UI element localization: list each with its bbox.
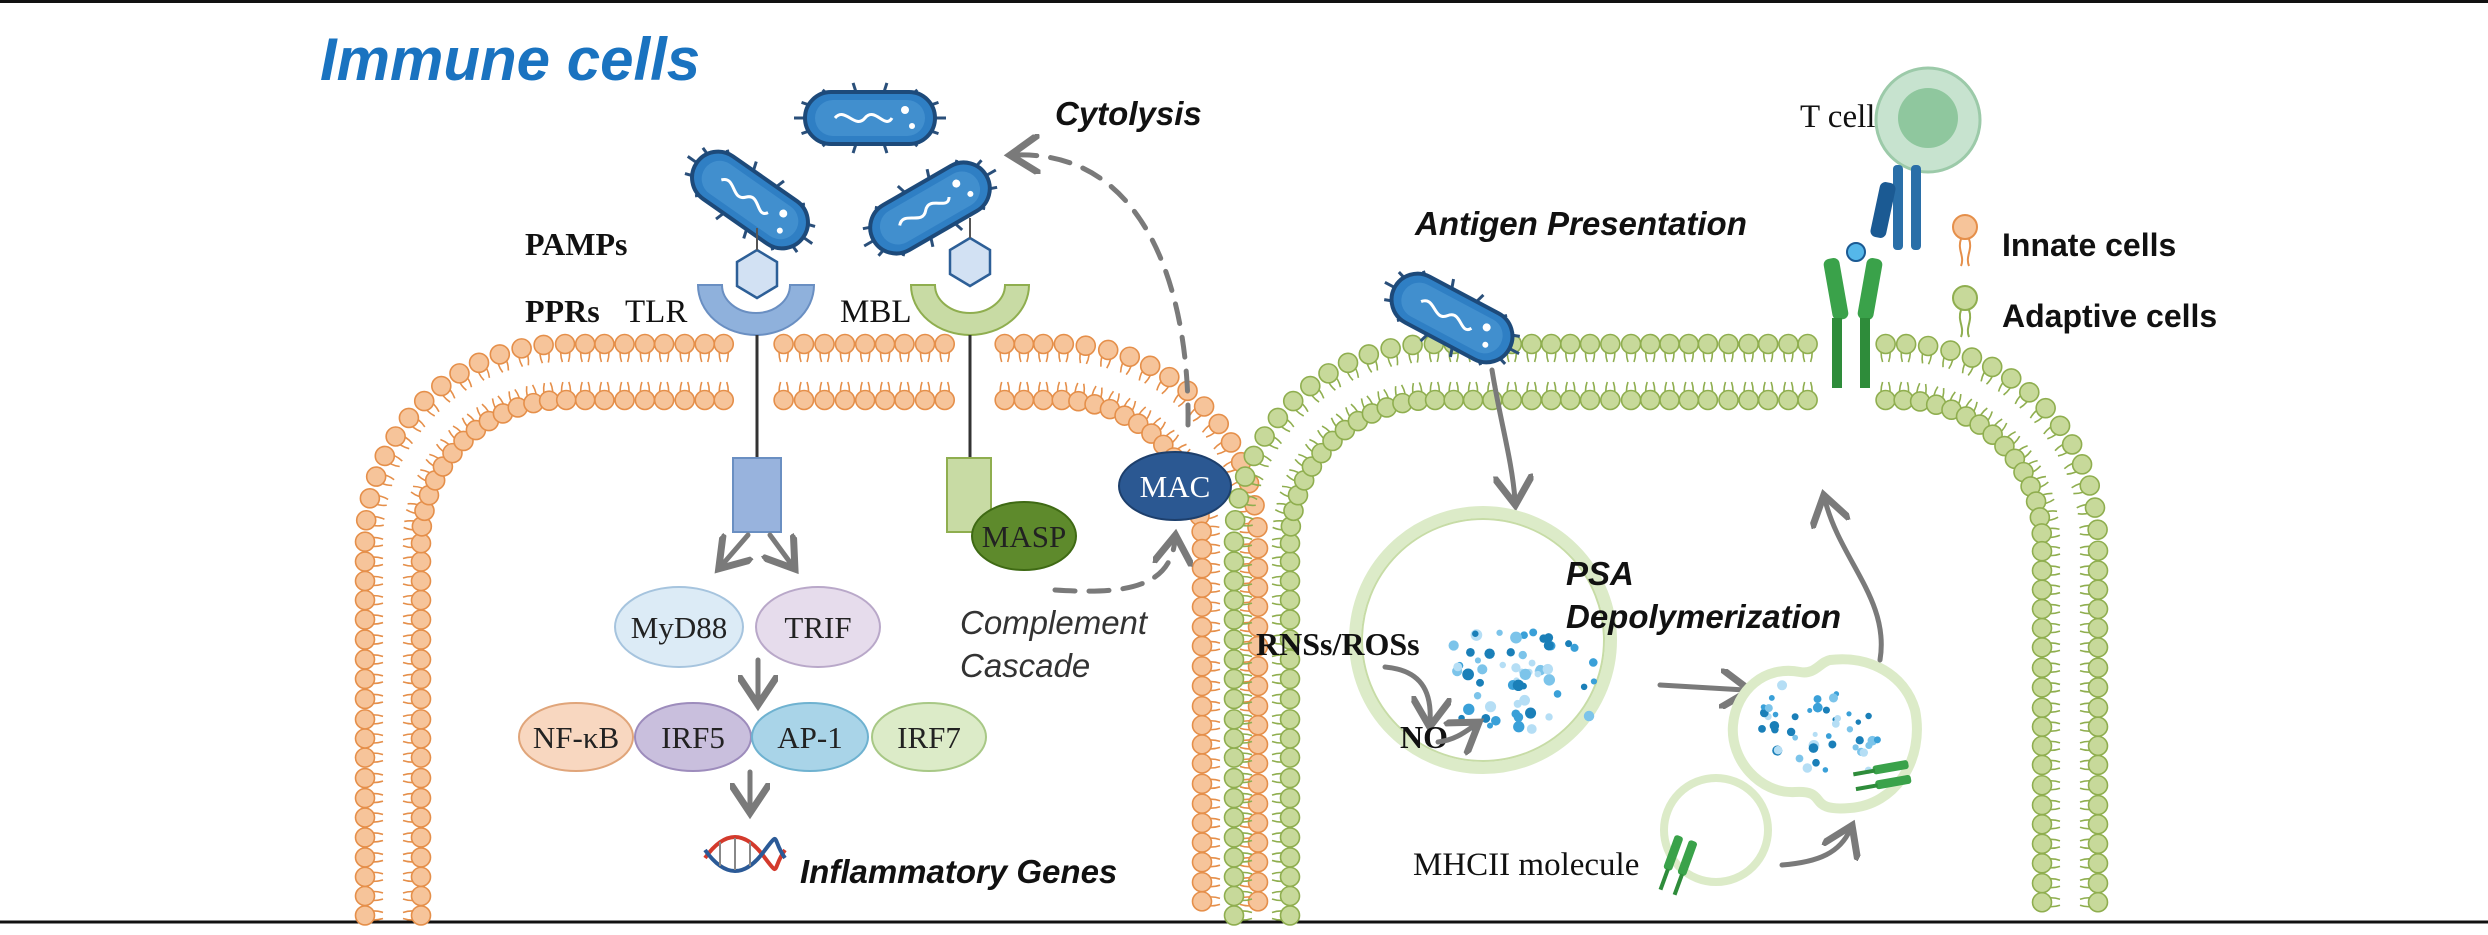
bacterium-icon <box>794 82 946 154</box>
myd88-label: MyD88 <box>631 610 727 645</box>
tcr-icon <box>1846 165 1921 262</box>
bacterium-icon <box>862 159 998 257</box>
masp-node <box>971 501 1077 571</box>
mhcii-surface-icon <box>1823 258 1883 388</box>
mac-label: MAC <box>1140 469 1211 504</box>
nfkb-node <box>518 702 634 772</box>
ap1-node <box>751 702 869 772</box>
tlr-label: TLR <box>625 294 687 330</box>
irf5-label: IRF5 <box>661 720 725 755</box>
rns-ros-label: RNSs/ROSs <box>1256 626 1420 662</box>
rns-to-no-arrow <box>1382 664 1430 722</box>
pamp-hexagon-icon <box>948 236 992 288</box>
complement-arrow <box>1052 540 1175 594</box>
masp-label: MASP <box>982 519 1066 554</box>
irf7-node <box>871 702 987 772</box>
pprs-label: PPRs <box>525 293 600 329</box>
t-cell-nucleus-icon <box>1898 88 1958 148</box>
irf7-label: IRF7 <box>897 720 961 755</box>
cytolysis-arrow <box>1015 155 1191 428</box>
ap1-label: AP-1 <box>777 720 842 755</box>
legend-innate-icon <box>1952 214 1978 267</box>
mhcii-fusion-icon <box>1852 760 1912 792</box>
tlr-to-trif-arrow <box>770 532 792 565</box>
mhcii-to-fusion-arrow <box>1779 830 1850 868</box>
complement-label-line1: Complement <box>960 604 1149 641</box>
no-label: NO <box>1400 719 1448 755</box>
trif-label: TRIF <box>784 610 851 645</box>
legend-adaptive-label: Adaptive cells <box>2002 298 2217 334</box>
psa-label-line2: Depolymerization <box>1566 598 1841 635</box>
antigen-presentation-label: Antigen Presentation <box>1414 205 1747 242</box>
legend-innate-label: Innate cells <box>2002 227 2176 263</box>
phagosome-to-fusion-arrow <box>1657 685 1745 690</box>
legend-adaptive-icon <box>1952 285 1978 338</box>
cytolysis-label: Cytolysis <box>1055 95 1202 132</box>
bacterium-icon <box>1383 270 1521 366</box>
inflammatory-genes-label: Inflammatory Genes <box>800 853 1117 890</box>
trif-node <box>755 586 881 668</box>
endocytosis-arrow <box>1489 367 1515 500</box>
no-to-fragments-arrow <box>1435 725 1475 742</box>
myd88-node <box>614 586 744 668</box>
t-cell-label: T cell <box>1800 99 1875 135</box>
pamps-label: PAMPs <box>525 226 627 262</box>
psa-fragments <box>1448 628 1598 734</box>
nfkb-label: NF-κB <box>533 720 619 755</box>
dna-icon <box>703 835 787 873</box>
pamp-hexagon-icon <box>735 248 779 300</box>
mbl-receptor <box>909 218 1031 533</box>
fusion-peptides <box>1758 680 1881 774</box>
fusion-to-surface-arrow <box>1825 500 1884 663</box>
bacterium-icon <box>684 147 816 253</box>
mac-node <box>1118 451 1232 521</box>
mhcii-molecule-icon <box>1658 835 1697 896</box>
tlr-adaptor-box <box>732 457 782 533</box>
mhcii-molecule-label: MHCII molecule <box>1413 847 1639 883</box>
complement-label-line2: Cascade <box>960 647 1090 684</box>
page-title: Immune cells <box>320 26 700 93</box>
psa-label-line1: PSA <box>1566 555 1634 592</box>
tlr-receptor <box>696 228 816 533</box>
mbl-label: MBL <box>840 294 912 330</box>
innate-cell-membrane <box>354 333 1269 926</box>
tlr-to-myd88-arrow <box>722 532 748 565</box>
